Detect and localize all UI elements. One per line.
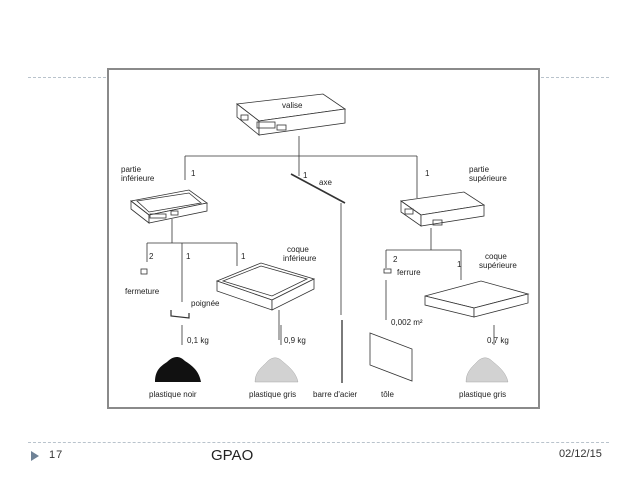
coque-inferieure-label-line2: inférieure — [283, 254, 317, 263]
footer-title: GPAO — [211, 447, 254, 464]
tole-label: tôle — [381, 390, 394, 399]
valise-illustration — [235, 93, 347, 136]
plastique-gris-label-2: plastique gris — [459, 390, 506, 399]
bom-tree-diagram: valise 1 partie inférieure 1 axe 1 parti… — [121, 93, 530, 399]
ferrure-illustration — [383, 268, 392, 274]
plastique-gris-material-2 — [465, 357, 509, 383]
coque-inferieure-illustration — [215, 262, 316, 311]
coque-inferieure-weight: 0,9 kg — [284, 336, 306, 345]
left-branch-qty: 1 — [191, 169, 196, 178]
slide-number: 17 — [49, 449, 64, 461]
footer-divider — [28, 442, 609, 443]
coque-inferieure-qty: 1 — [241, 252, 246, 261]
bill-of-materials-figure: valise 1 partie inférieure 1 axe 1 parti… — [107, 68, 540, 409]
header-divider-right — [541, 77, 609, 78]
partie-inferieure-label-line2: inférieure — [121, 174, 155, 183]
ferrure-qty: 2 — [393, 255, 398, 264]
partie-inferieure-illustration — [130, 189, 208, 224]
plastique-gris-label-1: plastique gris — [249, 390, 296, 399]
partie-superieure-label-line2: supérieure — [469, 174, 507, 183]
coque-superieure-weight: 0,7 kg — [487, 336, 509, 345]
fermeture-illustration — [140, 268, 148, 275]
poignee-illustration — [170, 310, 190, 319]
poignee-label: poignée — [191, 299, 220, 308]
tole-illustration — [369, 332, 413, 382]
footer-date: 02/12/15 — [559, 448, 602, 460]
coque-superieure-label-line2: supérieure — [479, 261, 517, 270]
fermeture-qty: 2 — [149, 252, 154, 261]
fermeture-label: fermeture — [125, 287, 160, 296]
poignee-qty: 1 — [186, 252, 191, 261]
slide-marker-icon — [31, 451, 39, 461]
tole-weight: 0,002 m² — [391, 318, 423, 327]
axe-label: axe — [319, 178, 332, 187]
coque-superieure-illustration — [424, 280, 530, 318]
coque-inferieure-label-line1: coque — [287, 245, 309, 254]
partie-superieure-illustration — [399, 191, 486, 227]
right-branch-qty: 1 — [425, 169, 430, 178]
plastique-noir-material — [155, 356, 201, 382]
header-divider-left — [28, 77, 106, 78]
barre-acier-label: barre d'acier — [313, 390, 358, 399]
plastique-noir-label: plastique noir — [149, 390, 197, 399]
poignee-weight: 0,1 kg — [187, 336, 209, 345]
ferrure-label: ferrure — [397, 268, 421, 277]
coque-superieure-qty: 1 — [457, 260, 462, 269]
partie-inferieure-label-line1: partie — [121, 165, 142, 174]
middle-branch-qty: 1 — [303, 171, 308, 180]
coque-superieure-label-line1: coque — [485, 252, 507, 261]
plastique-gris-material-1 — [254, 357, 299, 383]
partie-superieure-label-line1: partie — [469, 165, 490, 174]
valise-label: valise — [282, 101, 303, 110]
